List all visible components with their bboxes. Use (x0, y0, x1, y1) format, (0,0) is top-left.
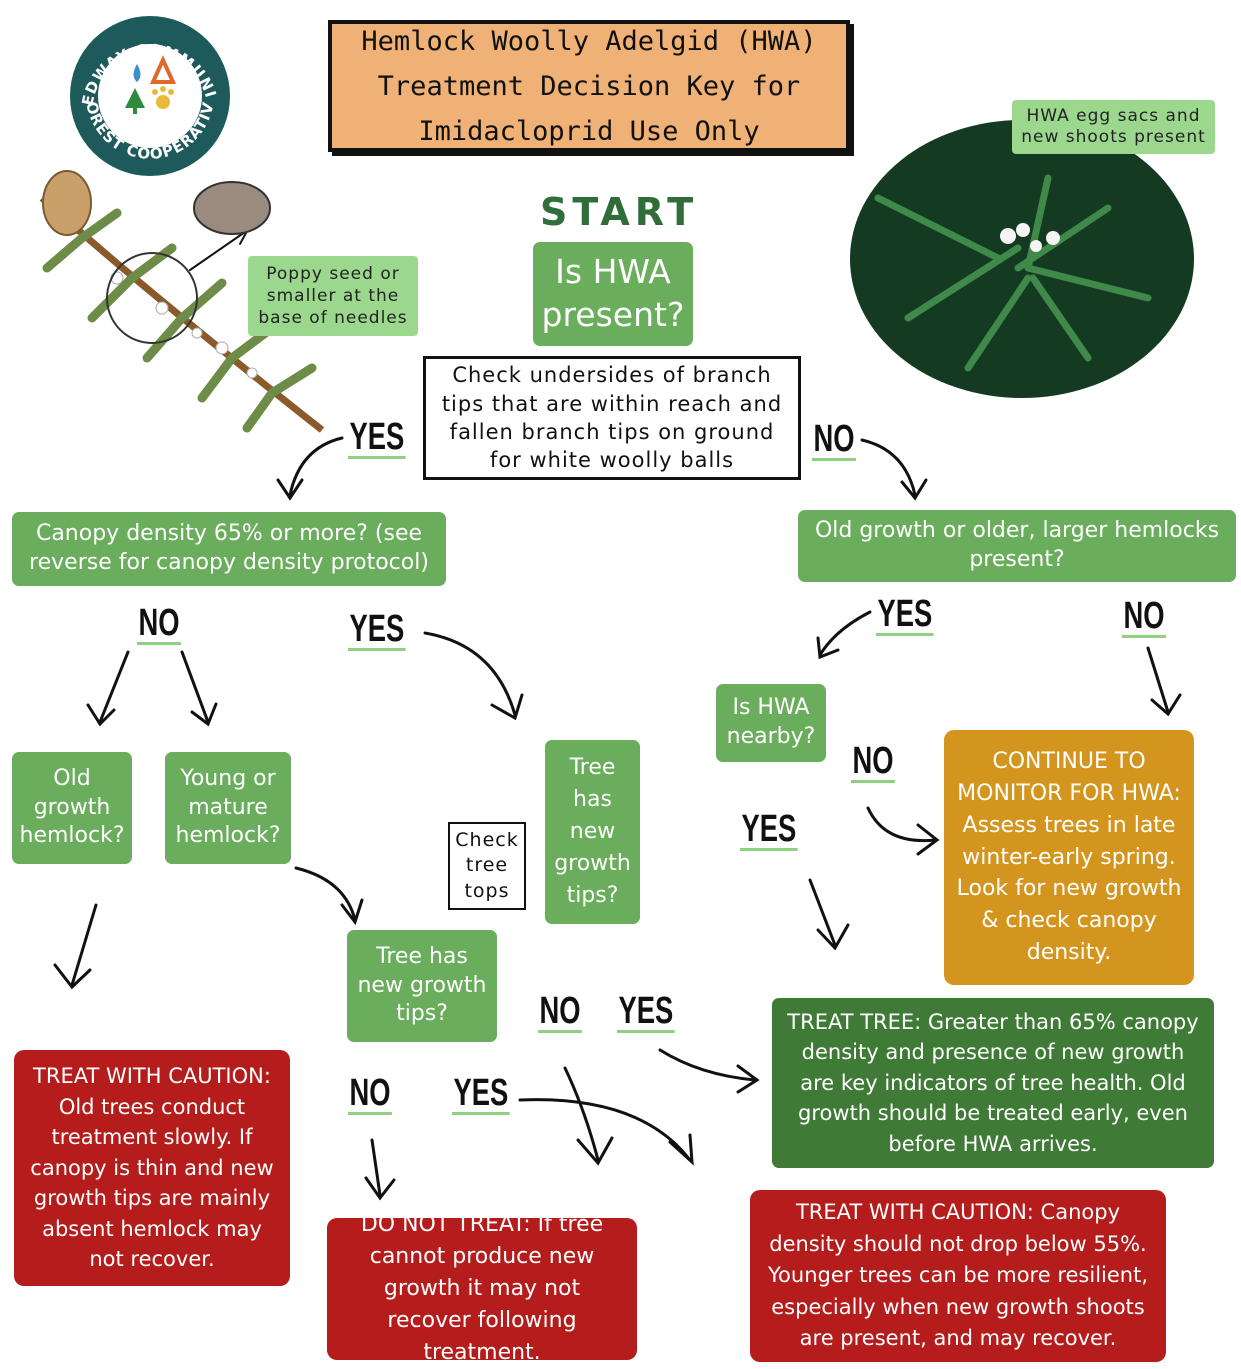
yes-nearby: YES (740, 808, 798, 851)
treat-with-caution-young: TREAT WITH CAUTION: Canopy density shoul… (750, 1190, 1166, 1362)
yes-present: YES (348, 416, 406, 459)
photo-label: HWA egg sacs and new shoots present (1012, 100, 1215, 154)
no-nearby: NO (851, 740, 895, 783)
yes-treenew: YES (452, 1072, 510, 1115)
q-canopy-density: Canopy density 65% or more? (see reverse… (12, 512, 446, 586)
check-tree-tops-box: Check tree tops (448, 822, 526, 910)
arrow-no-young (180, 650, 210, 724)
q-tree-new-growth-tips: Tree has new growth tips? (347, 930, 497, 1042)
yes-oldlarger: YES (876, 593, 934, 636)
continue-to-monitor: CONTINUE TO MONITOR FOR HWA: Assess tree… (944, 730, 1194, 985)
arrow-branch-pointer (189, 231, 246, 271)
title-box: Hemlock Woolly Adelgid (HWA) Treatment D… (328, 20, 850, 152)
check-undersides-box: Check undersides of branch tips that are… (423, 356, 801, 480)
hemlock-branch-illustration (39, 170, 325, 433)
no-treehas: NO (538, 990, 582, 1033)
logo-emblem-icon (125, 55, 177, 114)
arrow-yes-treehas (423, 631, 517, 717)
title-line-1: Hemlock Woolly Adelgid (HWA) (361, 25, 817, 57)
arrow-yes-caution (518, 1098, 692, 1162)
q-hwa-present: Is HWA present? (533, 242, 693, 346)
arrow-oldgrowth-caution (70, 903, 98, 987)
arrow-no-oldlarger (860, 438, 917, 497)
q-hwa-nearby: Is HWA nearby? (716, 684, 826, 762)
no-oldlarger: NO (1122, 595, 1166, 638)
arrow-no-donot (370, 1138, 382, 1197)
arrow-no-caution (563, 1066, 600, 1162)
do-not-treat-box: DO NOT TREAT: If tree cannot produce new… (327, 1212, 637, 1365)
yes-treehas: YES (617, 990, 675, 1033)
arrow-yes-canopy (288, 436, 344, 497)
no-treenew: NO (348, 1072, 392, 1115)
branch-label: Poppy seed or smaller at the base of nee… (248, 256, 418, 336)
arrow-no-oldgrowth (98, 650, 130, 724)
arrow-yes-nearby (818, 610, 872, 657)
arrow-young-treenew (294, 866, 357, 922)
q-old-larger-hemlocks: Old growth or older, larger hemlocks pre… (798, 510, 1236, 582)
title-line-2: Treatment Decision Key for (377, 70, 801, 102)
treat-with-caution-old: TREAT WITH CAUTION: Old trees conduct tr… (14, 1050, 290, 1286)
treat-tree-box: TREAT TREE: Greater than 65% canopy dens… (772, 998, 1214, 1168)
no-present: NO (812, 418, 856, 461)
no-canopy: NO (137, 602, 181, 645)
arrow-nearby-yes (808, 878, 837, 947)
hwa-photo (850, 120, 1194, 398)
arrow-yes-treat (658, 1048, 757, 1082)
q-young-mature-hemlock: Young or mature hemlock? (165, 752, 291, 864)
arrow-no-continue (1146, 646, 1170, 714)
q-tree-has-new-growth: Tree has new growth tips? (545, 740, 640, 924)
title-line-3: Imidacloprid Use Only (418, 115, 760, 147)
cooperative-logo: MEDWAY COMMUNITY FOREST COOPERATIVE (65, 14, 230, 176)
q-old-growth-hemlock: Old growth hemlock? (12, 752, 132, 864)
arrow-nearby-no (866, 806, 937, 843)
start-label: START (540, 190, 699, 234)
yes-canopy: YES (348, 608, 406, 651)
